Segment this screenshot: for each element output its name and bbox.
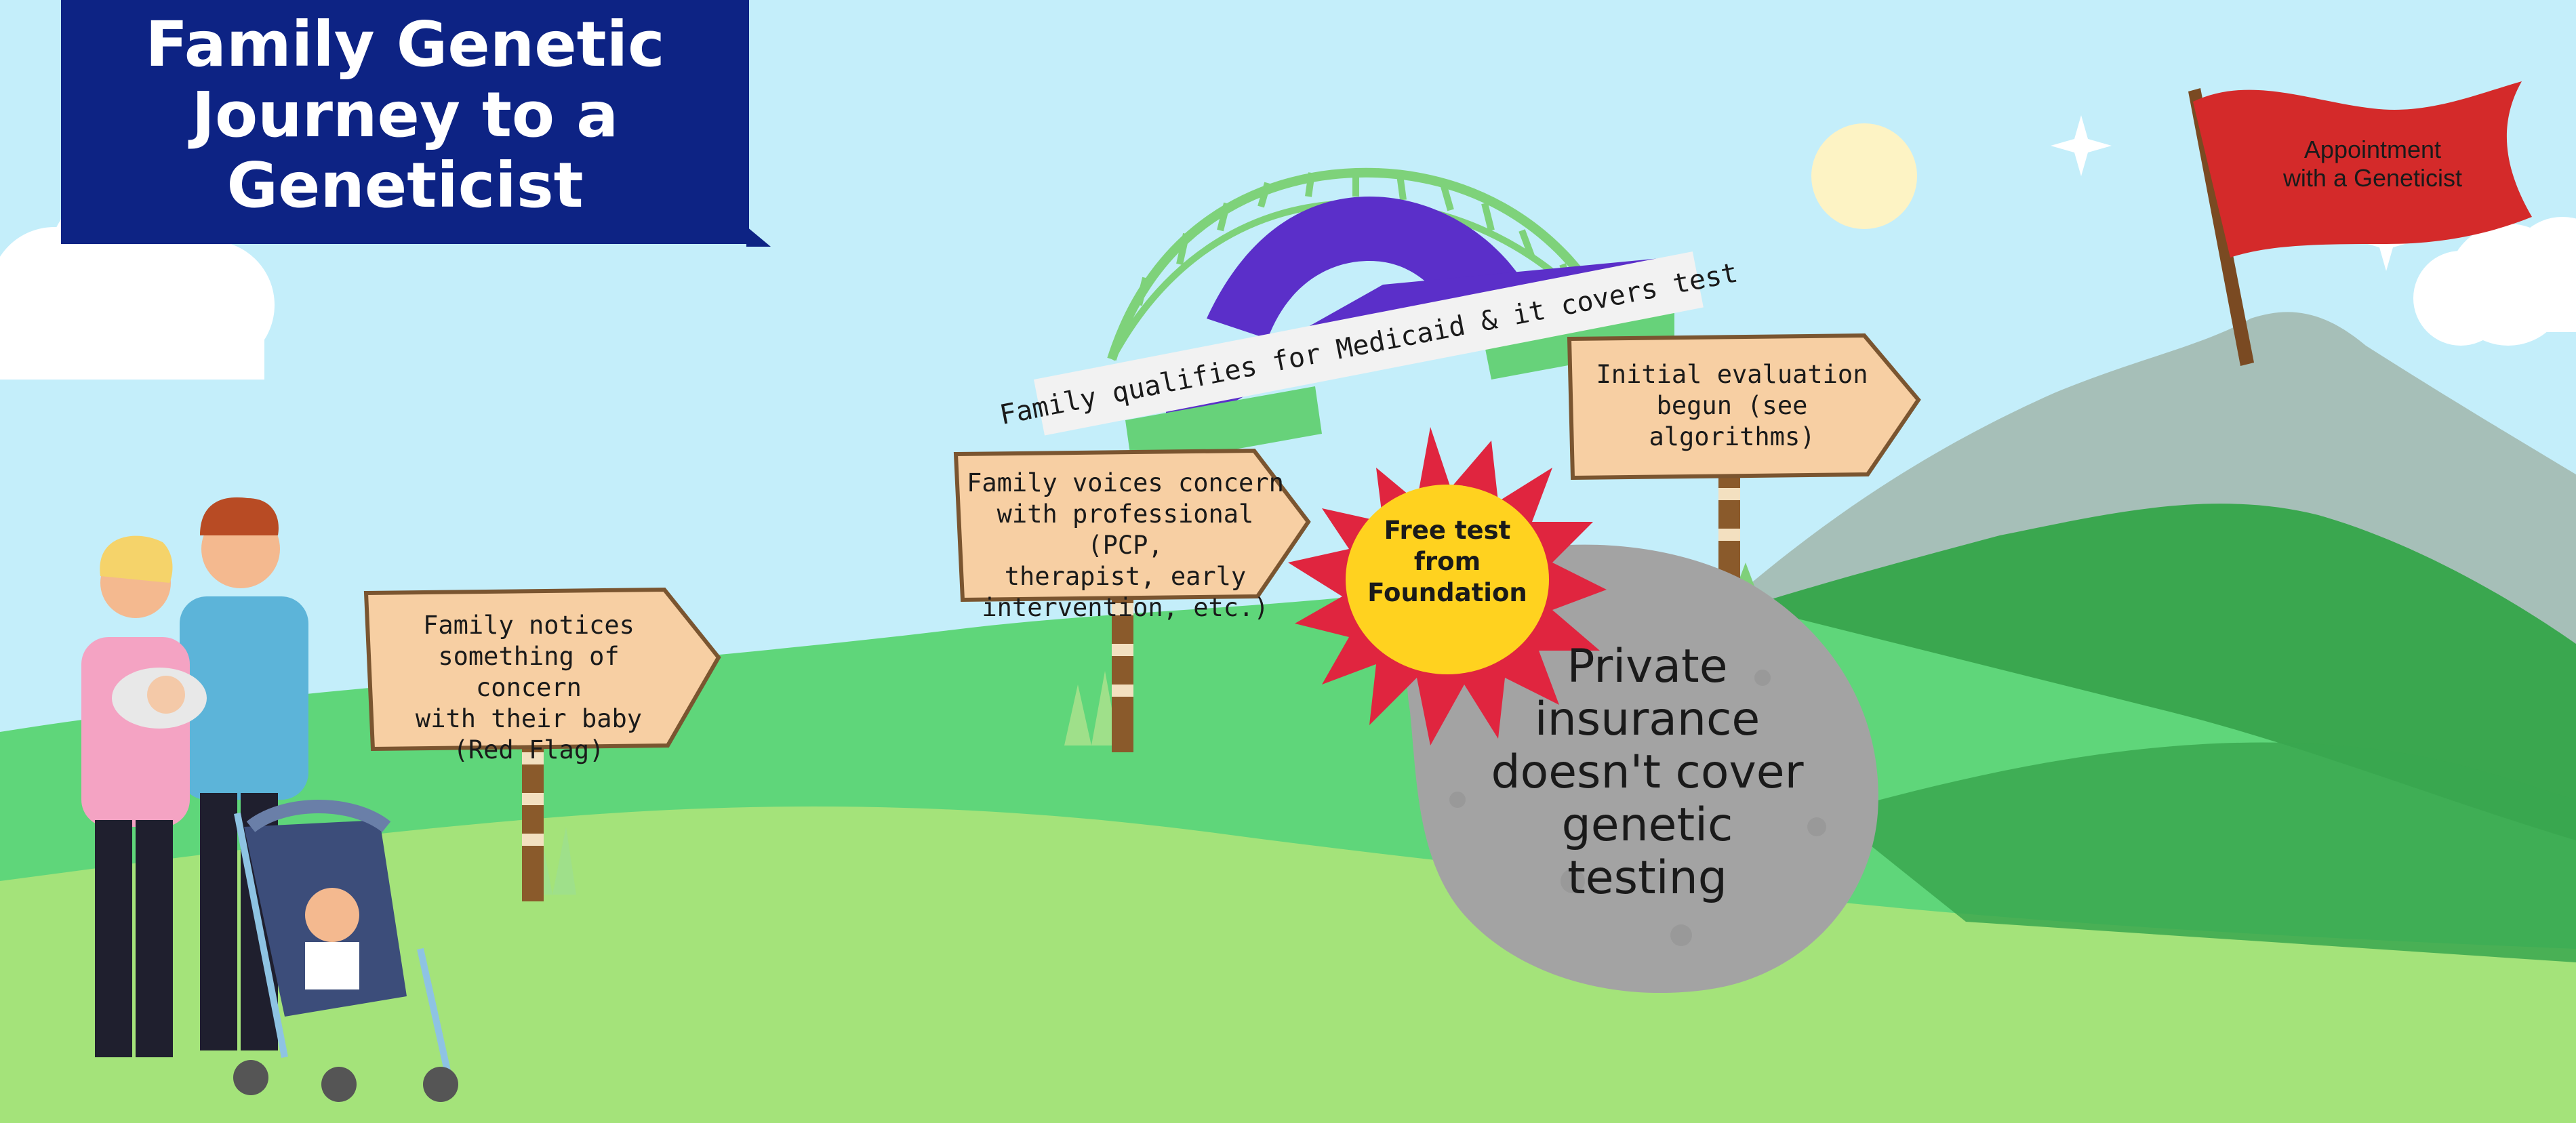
bridge-arch [1207,197,1525,339]
sign-board-voices [953,448,1311,603]
rock-line-4: genetic [1561,798,1733,852]
sun-icon [1811,123,1917,229]
flag-line-1: Appointment [2303,136,2442,163]
bridge [1107,167,1674,468]
sign-notice-line-4: (Red Flag) [453,735,605,764]
flag-line-2: with a Geneticist [2282,164,2463,192]
sign-board-evaluation [1567,333,1921,481]
cloud-icon [0,183,275,380]
sign-voices-line-4: intervention, etc.) [982,593,1269,622]
sign-voices-label: Family voices concern with professional … [963,468,1288,624]
flag-icon [2188,81,2532,366]
hill-dark-front [1830,742,2576,962]
rock-line-1: Private [1567,640,1728,693]
burst-line-1: Free test [1384,516,1511,545]
family-illustration [81,497,458,1102]
burst-line-3: Foundation [1367,578,1527,607]
sign-notice-line-2: something of concern [438,642,620,702]
sign-voices-line-3: therapist, early [1004,562,1247,591]
title-line-3: Geneticist [226,149,584,222]
sign-evaluation-line-1: Initial evaluation [1596,360,1868,389]
rock-line-5: testing [1567,851,1727,905]
rock-label: Private insurance doesn't cover genetic … [1457,640,1837,905]
sign-evaluation-line-2: begun (see [1656,391,1808,420]
burst-label: Free test from Foundation [1342,515,1552,609]
page-title: Family Genetic Journey to a Geneticist [61,0,771,247]
sign-notice-line-1: Family notices [423,611,635,640]
sign-notice-line-3: with their baby [415,704,643,733]
sparkle-icon [2051,115,2112,176]
title-line-2: Journey to a [191,79,619,151]
sign-notice-label: Family notices something of concern with… [380,610,678,766]
sign-board-notice [363,587,721,752]
cloud-icon [2413,217,2576,346]
grass-icon [1064,671,1119,746]
sign-evaluation-label: Initial evaluation begun (see algorithms… [1579,359,1885,453]
sign-evaluation-line-3: algorithms) [1649,422,1815,451]
hill-light [0,806,2576,1123]
flag-label: Appointment with a Geneticist [2237,136,2508,192]
sign-voices-line-1: Family voices concern [967,468,1284,497]
burst-center [1346,485,1549,674]
rock-line-2: insurance [1534,693,1760,746]
rock-line-3: doesn't cover [1491,746,1804,799]
sign-voices-line-2: with professional (PCP, [997,499,1254,560]
title-line-1: Family Genetic [145,8,665,81]
burst-line-2: from [1413,547,1481,576]
title-tail [746,226,771,247]
